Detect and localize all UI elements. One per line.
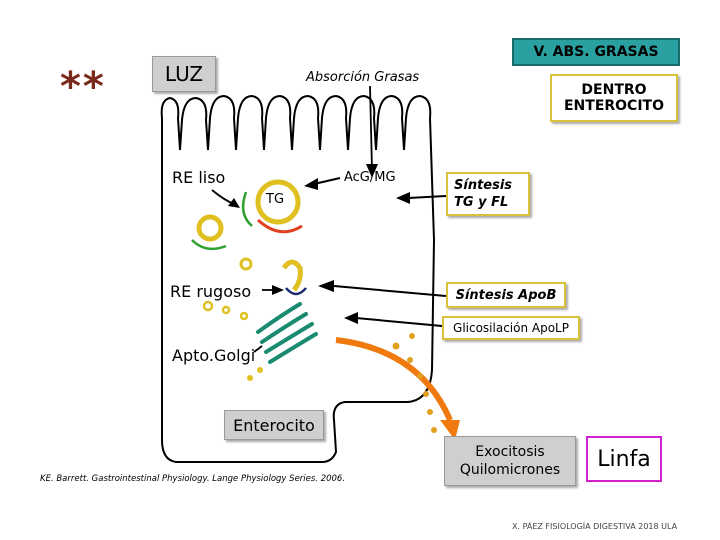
- er-droplet: [196, 214, 224, 242]
- er-droplet-small: [239, 257, 253, 271]
- glicosilacion-box: Glicosilación ApoLP: [442, 316, 580, 340]
- enterocito-label: Enterocito: [224, 410, 324, 440]
- exocytosis-arrowhead: [440, 420, 460, 440]
- sintesis-tg-box: Síntesis TG y FL: [446, 172, 530, 216]
- acg-mg-label: AcG/MG: [344, 170, 396, 185]
- chylomicron-dots: [392, 333, 437, 433]
- rough-er-vesicle: [281, 259, 303, 292]
- re-liso-label: RE liso: [172, 168, 226, 187]
- linfa-box: Linfa: [586, 436, 662, 482]
- apto-golgi-label: Apto.Golgi: [172, 346, 256, 365]
- arrow-sintesis-tg: [407, 195, 447, 199]
- stars-mark: **: [60, 64, 106, 110]
- small-droplet: [239, 311, 249, 321]
- re-liso-curve-2: [241, 191, 253, 227]
- small-droplet: [221, 305, 231, 315]
- re-liso-pointer: [211, 189, 235, 205]
- citation-text: KE. Barrett. Gastrointestinal Physiology…: [40, 474, 346, 484]
- golgi-vesicles: [247, 367, 263, 381]
- arrow-glicosilacion: [355, 317, 443, 327]
- rough-er-cup: [285, 287, 307, 296]
- arrow-sintesis-tg-head: [396, 192, 410, 204]
- re-rugoso-label: RE rugoso: [170, 282, 252, 301]
- luz-label: LUZ: [152, 56, 216, 92]
- dentro-enterocito-box: DENTRO ENTEROCITO: [550, 74, 678, 122]
- er-green-arc: [191, 239, 227, 251]
- sintesis-apob-box: Síntesis ApoB: [446, 282, 566, 308]
- re-liso-pointer-head: [228, 198, 240, 208]
- absorcion-arrowhead: [366, 164, 378, 178]
- footer-credit: X. PÁEZ FISIOLOGÍA DIGESTIVA 2018 ULA: [512, 522, 678, 531]
- small-droplet: [202, 300, 214, 312]
- tg-label: TG: [266, 192, 285, 207]
- absorcion-arrow: [369, 85, 373, 171]
- arrow-to-tg-head: [304, 178, 318, 190]
- arrow-sintesis-apob: [333, 285, 447, 297]
- title-box: V. ABS. GRASAS: [512, 38, 680, 66]
- arrow-sintesis-apob-head: [318, 280, 334, 292]
- golgi-stack: [256, 302, 318, 364]
- exocitosis-box: Exocitosis Quilomicrones: [444, 436, 576, 486]
- arrow-to-tg: [313, 177, 341, 185]
- exocytosis-arrow: [335, 337, 453, 422]
- re-rugoso-pointer-head: [272, 285, 284, 295]
- tg-droplet: [255, 179, 301, 225]
- re-liso-curve: [256, 218, 303, 234]
- absorcion-label: Absorción Grasas: [306, 70, 420, 85]
- golgi-pointer: [253, 345, 263, 353]
- arrow-glicosilacion-head: [344, 312, 358, 324]
- cell-membrane: [160, 94, 436, 463]
